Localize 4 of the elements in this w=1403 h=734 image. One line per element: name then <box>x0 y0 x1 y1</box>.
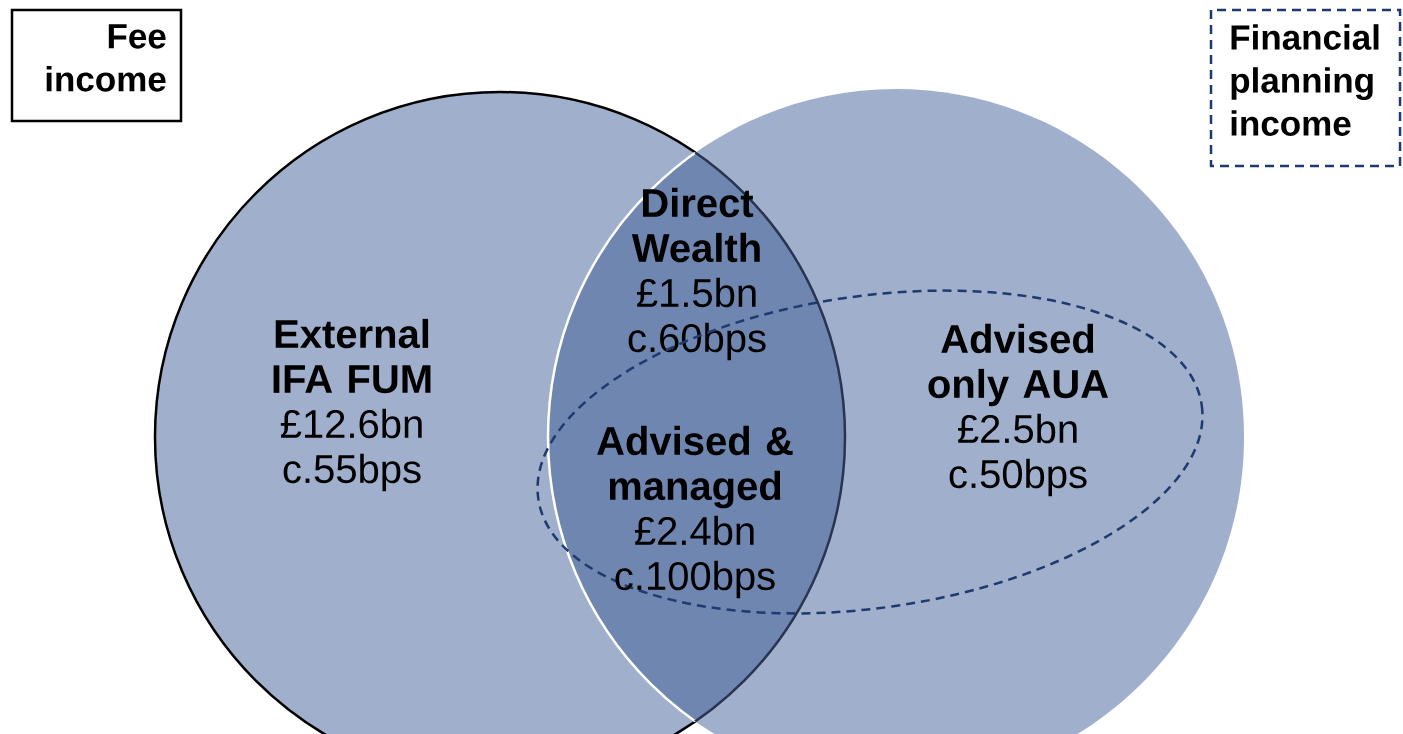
region-label: Advised only AUA £2.5bn c.50bps <box>928 323 1109 497</box>
legend-key: Financial planning income <box>1209 8 1402 168</box>
region-label: Advised & managed £2.4bn c.100bps <box>597 425 793 599</box>
legend-key: Fee income <box>10 8 183 123</box>
